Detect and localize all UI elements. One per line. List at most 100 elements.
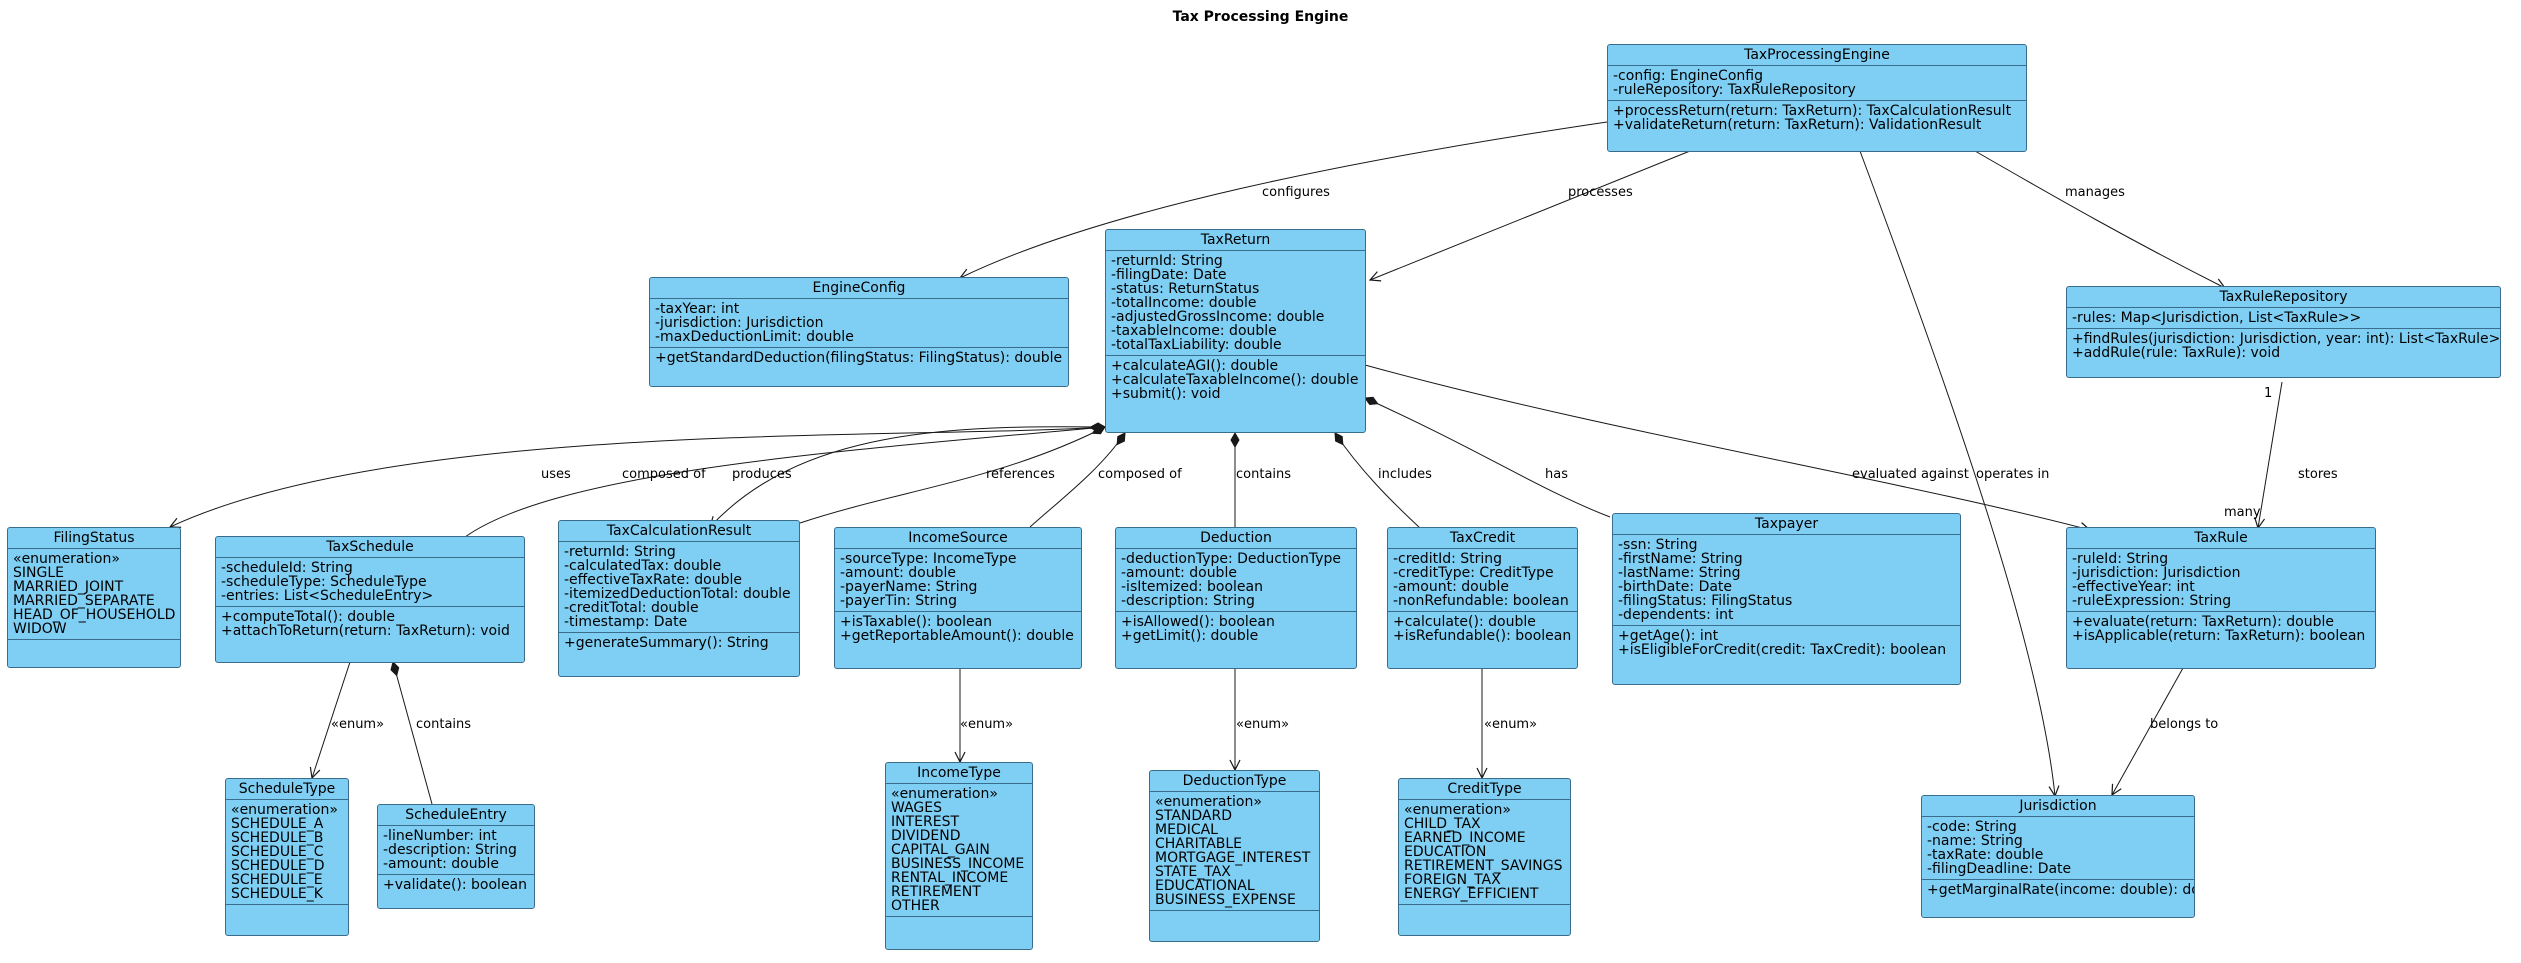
methods-section: +isTaxable(): boolean+getReportableAmoun… (835, 612, 1081, 646)
methods-section: +processReturn(return: TaxReturn): TaxCa… (1608, 101, 2026, 135)
class-attribute: -returnId: String (564, 544, 676, 560)
class-name: CreditType (1399, 779, 1570, 800)
enum-value: CHARITABLE (1155, 836, 1243, 852)
attributes-section: -taxYear: int-jurisdiction: Jurisdiction… (650, 299, 1068, 348)
edge-label: «enum» (331, 717, 384, 732)
class-attribute: -totalTaxLiability: double (1111, 337, 1282, 353)
class-attribute: -filingDate: Date (1111, 267, 1227, 283)
enum-value: RETIREMENT_SAVINGS (1404, 858, 1563, 874)
edge-label: produces (732, 467, 792, 482)
class-attribute: -payerName: String (840, 579, 978, 595)
methods-section: +evaluate(return: TaxReturn): double+isA… (2067, 612, 2375, 646)
edge-label: evaluated against (1852, 467, 1969, 482)
class-attribute: -totalIncome: double (1111, 295, 1257, 311)
class-tax-processing-engine: TaxProcessingEngine-config: EngineConfig… (1607, 44, 2027, 152)
enum-value: ENERGY_EFFICIENT (1404, 886, 1539, 902)
edge-schedule-entries (390, 661, 433, 805)
class-name: TaxSchedule (216, 537, 524, 558)
class-attribute: -ruleRepository: TaxRuleRepository (1613, 82, 1856, 98)
methods-section: +generateSummary(): String (559, 633, 799, 653)
class-attribute: -name: String (1927, 833, 2023, 849)
class-attribute: -effectiveTaxRate: double (564, 572, 742, 588)
enum-value: SCHEDULE_A (231, 816, 324, 832)
enum-value: FOREIGN_TAX (1404, 872, 1501, 888)
class-attribute: -ruleId: String (2072, 551, 2169, 567)
class-attribute: -amount: double (1393, 579, 1509, 595)
edge-label: contains (416, 717, 471, 732)
class-method: +isRefundable(): boolean (1393, 628, 1572, 644)
attributes-section: -returnId: String-calculatedTax: double-… (559, 542, 799, 633)
class-attribute: -jurisdiction: Jurisdiction (2072, 565, 2241, 581)
class-attribute: -creditId: String (1393, 551, 1503, 567)
methods-section: +getMarginalRate(income: double): double (1922, 880, 2194, 900)
attributes-section: -rules: Map<Jurisdiction, List<TaxRule>> (2067, 308, 2500, 329)
class-name: TaxRuleRepository (2067, 287, 2500, 308)
class-name: TaxReturn (1106, 230, 1365, 251)
enum-value: SCHEDULE_D (231, 858, 325, 874)
class-attribute: -firstName: String (1618, 551, 1743, 567)
class-method: +getMarginalRate(income: double): double (1927, 882, 2194, 898)
class-method: +validate(): boolean (383, 877, 528, 893)
class-attribute: -ruleExpression: String (2072, 593, 2232, 609)
edge-operates-in (1859, 150, 2055, 796)
edge-manages (1974, 150, 2225, 288)
enum-value: BUSINESS_EXPENSE (1155, 892, 1296, 908)
class-method: +getAge(): int (1618, 628, 1719, 644)
class-deduction: Deduction-deductionType: DeductionType-a… (1115, 527, 1357, 669)
edge-produces (710, 427, 1105, 527)
class-attribute: -maxDeductionLimit: double (655, 329, 854, 345)
enum-value: HEAD_OF_HOUSEHOLD (13, 607, 176, 623)
edge-belongs-to (2112, 667, 2184, 795)
attributes-section: -lineNumber: int-description: String-amo… (378, 826, 534, 875)
class-name: EngineConfig (650, 278, 1068, 299)
class-tax-rule-repository: TaxRuleRepository-rules: Map<Jurisdictio… (2066, 286, 2501, 378)
class-name: IncomeSource (835, 528, 1081, 549)
class-method: +addRule(rule: TaxRule): void (2072, 345, 2281, 361)
class-attribute: -timestamp: Date (564, 614, 688, 630)
attributes-section: -code: String-name: String-taxRate: doub… (1922, 817, 2194, 880)
methods-section: +findRules(jurisdiction: Jurisdiction, y… (2067, 329, 2500, 363)
methods-section: +computeTotal(): double+attachToReturn(r… (216, 607, 524, 641)
class-name: ScheduleEntry (378, 805, 534, 826)
edge-label: manages (2065, 185, 2125, 200)
class-attribute: -config: EngineConfig (1613, 68, 1763, 84)
class-tax-credit: TaxCredit-creditId: String-creditType: C… (1387, 527, 1578, 669)
edge-label: stores (2298, 467, 2338, 482)
class-method: +isApplicable(return: TaxReturn): boolea… (2072, 628, 2366, 644)
methods-section: +getAge(): int+isEligibleForCredit(credi… (1613, 626, 1960, 660)
enum-value: WAGES (891, 800, 942, 816)
class-attribute: -amount: double (1121, 565, 1237, 581)
enum-value: INTEREST (891, 814, 960, 830)
enum-value: MORTGAGE_INTEREST (1155, 850, 1311, 866)
edge-stores (2258, 381, 2283, 528)
class-method: +validateReturn(return: TaxReturn): Vali… (1613, 117, 1982, 133)
enum-value: EDUCATION (1404, 844, 1487, 860)
class-attribute: -description: String (1121, 593, 1255, 609)
attributes-section: -config: EngineConfig-ruleRepository: Ta… (1608, 66, 2026, 101)
methods-section: +calculateAGI(): double+calculateTaxable… (1106, 356, 1365, 404)
stereotype-label: «enumeration» (13, 551, 120, 567)
class-taxpayer: Taxpayer-ssn: String-firstName: String-l… (1612, 513, 1961, 685)
attributes-section: -ruleId: String-jurisdiction: Jurisdicti… (2067, 549, 2375, 612)
class-attribute: -calculatedTax: double (564, 558, 722, 574)
class-tax-return: TaxReturn-returnId: String-filingDate: D… (1105, 229, 1366, 433)
methods-section: +calculate(): double+isRefundable(): boo… (1388, 612, 1577, 646)
class-method: +getLimit(): double (1121, 628, 1259, 644)
enum-value: SCHEDULE_C (231, 844, 324, 860)
enum-value: WIDOW (13, 621, 67, 637)
edge-label: belongs to (2150, 717, 2218, 732)
class-attribute: -entries: List<ScheduleEntry> (221, 588, 434, 604)
edge-label: «enum» (960, 717, 1013, 732)
enum-value: MARRIED_JOINT (13, 579, 124, 595)
edge-label: contains (1236, 467, 1291, 482)
edge-label: includes (1378, 467, 1432, 482)
class-method: +getReportableAmount(): double (840, 628, 1074, 644)
class-attribute: -birthDate: Date (1618, 579, 1733, 595)
edge-label: operates in (1976, 467, 2049, 482)
class-attribute: -scheduleId: String (221, 560, 353, 576)
class-attribute: -creditTotal: double (564, 600, 699, 616)
